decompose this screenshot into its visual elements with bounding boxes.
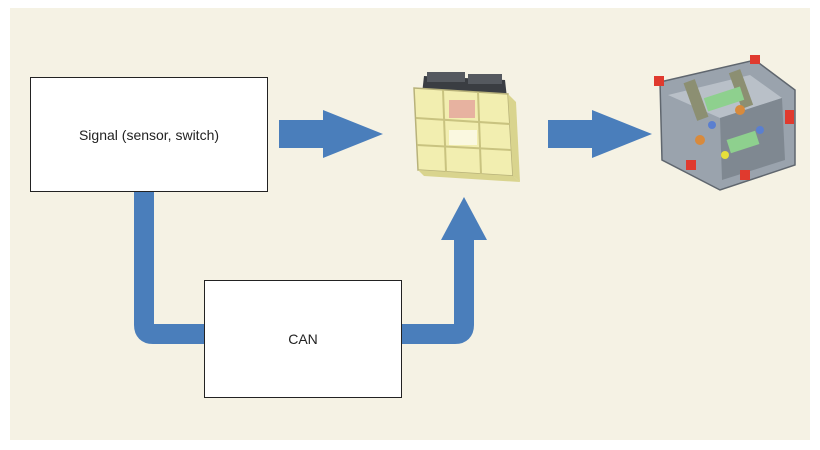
valve-body-icon [654, 55, 796, 191]
signal-label: Signal (sensor, switch) [78, 126, 220, 143]
ecu-module-icon [413, 72, 520, 182]
can-to-ecu-arrowhead [441, 197, 487, 240]
ecu-to-valve-arrow [548, 110, 652, 158]
can-box: CAN [204, 280, 402, 398]
can-to-ecu-connector [400, 238, 474, 344]
signal-to-ecu-arrow [279, 110, 383, 158]
signal-to-can-connector [134, 192, 206, 344]
can-label: CAN [288, 331, 318, 347]
signal-box: Signal (sensor, switch) [30, 77, 268, 192]
